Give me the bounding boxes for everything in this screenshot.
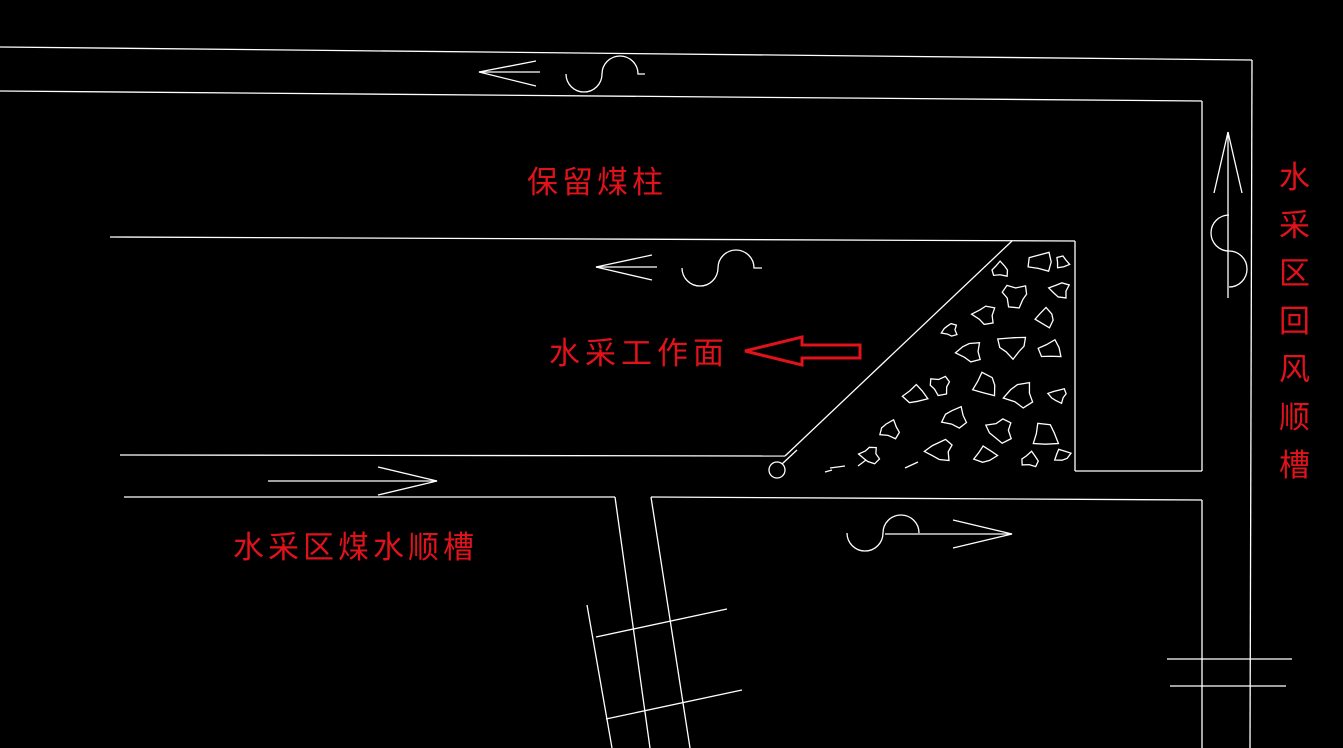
rubble-block	[1053, 448, 1073, 461]
rubble-tick	[857, 459, 867, 467]
rubble-block	[971, 371, 996, 397]
label-return-air-trough-char: 槽	[1279, 448, 1310, 484]
rubble-block	[991, 260, 1009, 277]
rubble-block	[1056, 255, 1071, 269]
label-return-air-trough-char: 水	[1279, 160, 1310, 196]
rubble-block	[1034, 306, 1054, 329]
rubble-block	[1027, 251, 1052, 272]
label-return-air-trough-char: 采	[1279, 208, 1310, 244]
label-return-air-trough-char: 回	[1279, 304, 1310, 340]
label-return-air-trough-char: 顺	[1279, 400, 1310, 436]
rubble-block	[954, 342, 981, 363]
rubble-tick	[904, 461, 919, 469]
rubble-block	[970, 305, 996, 326]
label-hydraulic-face: 水采工作面	[549, 336, 729, 372]
rubble-block	[1021, 450, 1040, 468]
rubble-block	[879, 418, 901, 440]
rubble-block	[1037, 338, 1062, 358]
branch-roadway	[586, 496, 743, 748]
air-door-symbol-icon	[681, 249, 762, 287]
air-door-symbol-icon	[1210, 214, 1248, 288]
sump-circle-icon	[768, 449, 798, 479]
rubble-block	[940, 322, 958, 337]
face-roadway	[109, 236, 1202, 472]
rubble-block	[1001, 284, 1028, 309]
rubble-tick	[829, 465, 846, 469]
label-reserved-pillar: 保留煤柱	[527, 165, 667, 201]
goaf-rubble-pattern	[824, 251, 1073, 473]
rubble-block	[940, 405, 968, 429]
rubble-block	[972, 445, 999, 463]
rubble-block	[1032, 422, 1060, 445]
label-return-air-trough: 水采区回风顺槽	[1279, 160, 1310, 484]
rubble-tick	[824, 469, 833, 473]
airflow-arrow-icon	[268, 466, 438, 496]
cross-marks	[1167, 658, 1292, 687]
air-door-symbol-icon	[565, 55, 645, 93]
rubble-block	[984, 418, 1013, 445]
rubble-block	[929, 375, 951, 397]
rubble-block	[1047, 282, 1071, 299]
airflow-arrow-icon	[478, 60, 540, 87]
label-return-air-trough-char: 区	[1279, 256, 1310, 292]
top-roadway	[0, 46, 1253, 748]
rubble-block	[923, 438, 953, 462]
air-door-symbol-icon	[846, 514, 920, 552]
hollow-arrow-icon	[744, 335, 862, 367]
airflow-arrow-icon	[595, 254, 657, 281]
airflow-arrow-icon	[885, 519, 1013, 549]
label-return-air-trough-char: 风	[1279, 352, 1310, 388]
rubble-block	[996, 336, 1027, 361]
rubble-block	[1046, 387, 1067, 405]
rubble-block	[901, 383, 929, 404]
bottom-roadway	[124, 496, 1203, 748]
rubble-block	[1002, 381, 1034, 409]
label-coal-water-trough: 水采区煤水顺槽	[233, 530, 478, 566]
